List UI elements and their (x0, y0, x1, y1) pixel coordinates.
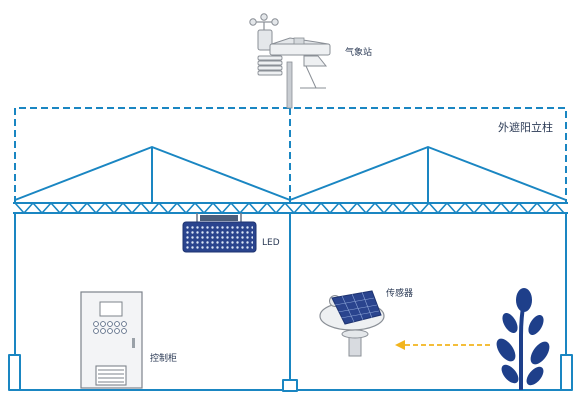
led-label: LED (262, 238, 280, 248)
plant-icon (496, 288, 550, 390)
led-panel-icon (182, 213, 257, 253)
middle-footing (282, 379, 298, 392)
right-footing (560, 354, 573, 391)
weather-station-label: 气象站 (345, 46, 372, 58)
left-footing (8, 354, 21, 391)
sensor-icon (319, 290, 385, 357)
solar-panel-icon (331, 290, 382, 325)
external-shade-pillar-label: 外遮阳立柱 (498, 120, 553, 134)
control-cabinet-label: 控制柜 (150, 352, 177, 364)
control-cabinet-icon (80, 291, 143, 389)
signal-arrow (395, 340, 490, 350)
weather-station-icon (249, 13, 331, 109)
greenhouse-structure (8, 146, 573, 392)
truss-web (14, 202, 565, 214)
external-shade-frame (14, 107, 567, 203)
sensor-label: 传感器 (386, 287, 413, 299)
